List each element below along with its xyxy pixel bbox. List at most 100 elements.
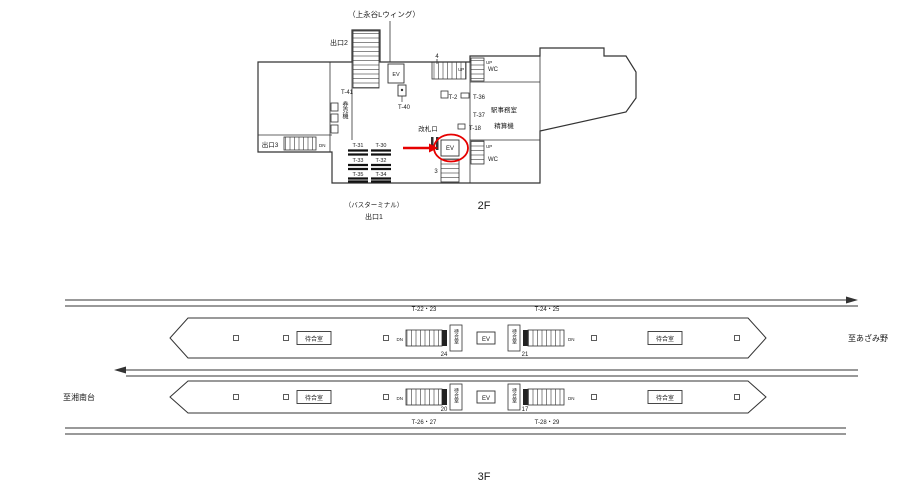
platform2-label-right: T-28・29 xyxy=(535,420,560,426)
track-top-arrow xyxy=(846,296,858,304)
platform1-stair-right xyxy=(527,329,565,347)
waiting-room-vertical-label: 待合室 xyxy=(453,387,459,403)
connection-label: （上永谷Lウィング） xyxy=(348,9,420,19)
ad-t35-label: T-35 xyxy=(352,172,363,178)
ad-t40-label: T-40 xyxy=(398,105,411,111)
wc-top-label: WC xyxy=(488,67,499,73)
ticket-machine-icon xyxy=(330,124,339,134)
platform1-ev-label: EV xyxy=(482,337,490,343)
waiting-room-label: 待合室 xyxy=(656,394,674,402)
platform2-dn-right-label: DN xyxy=(568,396,575,401)
waiting-room-box xyxy=(296,390,332,404)
platform2-stair-right xyxy=(527,388,565,406)
platform1-label-left: T-22・23 xyxy=(412,307,437,313)
platform-marker xyxy=(233,335,239,341)
ad-t34-label: T-34 xyxy=(375,172,386,178)
platform1-ev-box xyxy=(476,331,496,345)
platform2-ev-box xyxy=(476,390,496,404)
concourse-outline xyxy=(257,29,637,184)
floor2-title: 2F xyxy=(478,200,491,212)
ad-board-row1 xyxy=(348,149,391,156)
platform-marker xyxy=(734,335,740,341)
ad-t32-label: T-32 xyxy=(375,158,386,164)
stair-4 xyxy=(431,61,467,80)
ad-board-row2 xyxy=(348,163,391,171)
exit2-label: 出口2 xyxy=(330,38,348,47)
exit2-stairs xyxy=(352,30,380,89)
ad-t37-label: T-37 xyxy=(473,113,486,119)
ad-board-icon xyxy=(460,92,470,99)
waiting-room-label: 待合室 xyxy=(305,335,323,343)
ad-t36-label: T-36 xyxy=(473,95,486,101)
direction-shonandai-label: 至湘南台 xyxy=(63,392,95,402)
platform2-stair-left xyxy=(405,388,443,406)
elevator-top-label: EV xyxy=(392,72,400,78)
platform1-stair-left xyxy=(405,329,443,347)
platform2-stair-right-landing xyxy=(523,389,528,405)
platform-marker xyxy=(591,394,597,400)
platform2-stair-right-number: 17 xyxy=(522,407,529,413)
platform-marker xyxy=(283,394,289,400)
right-top-stairs xyxy=(470,57,485,82)
direction-azamino-label: 至あざみ野 xyxy=(848,333,888,343)
elevator-gate-box xyxy=(440,139,460,157)
waiting-room-vertical-box xyxy=(507,383,521,411)
platform1-stair-left-number: 24 xyxy=(441,352,448,358)
platform2-stair-left-number: 20 xyxy=(441,407,448,413)
up-right-top-label: UP xyxy=(486,60,492,65)
waiting-room-vertical-box xyxy=(449,383,463,411)
platform-marker xyxy=(383,335,389,341)
stair4-up-label: UP xyxy=(458,67,464,72)
platform1-stair-right-number: 21 xyxy=(522,352,529,358)
floor-2f-plan: （上永谷Lウィング） 出口2 出口3 DN 4 UP EV xyxy=(257,9,637,221)
ad-t2-label: T-2 xyxy=(449,95,458,101)
ticket-gate-icon xyxy=(431,137,434,150)
ad-t30-label: T-30 xyxy=(375,143,386,149)
ticket-machines-label: 券売機 xyxy=(341,100,348,120)
waiting-room-vertical-label: 待合室 xyxy=(511,387,517,403)
platform1-label-right: T-24・25 xyxy=(535,307,560,313)
platform1-stair-left-landing xyxy=(442,330,447,346)
platform2-dn-left-label: DN xyxy=(397,396,404,401)
ad-t31-label: T-31 xyxy=(352,143,363,149)
ticket-machine-icon xyxy=(330,113,339,123)
waiting-room-box xyxy=(647,390,683,404)
stair3-number: 3 xyxy=(434,169,438,175)
bus-terminal-label: （バスターミナル） xyxy=(345,200,404,209)
exit3-label: 出口3 xyxy=(262,140,279,149)
track-middle-arrow xyxy=(114,366,126,374)
platform-marker xyxy=(591,335,597,341)
platform-marker xyxy=(383,394,389,400)
exit1-label: 出口1 xyxy=(365,212,383,221)
fare-machine-label: 精算機 xyxy=(494,121,514,130)
waiting-room-vertical-label: 待合室 xyxy=(511,328,517,344)
ad-board-icon xyxy=(457,123,466,130)
platform2-ev-label: EV xyxy=(482,396,490,402)
platform1-stair-right-landing xyxy=(523,330,528,346)
platform1-dn-right-label: DN xyxy=(568,337,575,342)
ad-t33-label: T-33 xyxy=(352,158,363,164)
ticket-machine-icon xyxy=(330,102,339,112)
waiting-room-vertical-box xyxy=(449,324,463,352)
waiting-room-box xyxy=(296,331,332,345)
waiting-room-label: 待合室 xyxy=(305,394,323,402)
ad-board-icon xyxy=(440,90,449,99)
platform-marker xyxy=(233,394,239,400)
station-office-label: 駅事務室 xyxy=(491,105,518,114)
waiting-room-vertical-box xyxy=(507,324,521,352)
up-right-bottom-label: UP xyxy=(486,144,492,149)
platform2-stair-left-landing xyxy=(442,389,447,405)
phone-icon-dot xyxy=(400,88,404,92)
highlight-arrow-head xyxy=(429,143,438,153)
platform1-outline xyxy=(169,317,767,359)
platform1-dn-left-label: DN xyxy=(397,337,404,342)
floor3-title: 3F xyxy=(478,471,491,483)
platform-marker xyxy=(283,335,289,341)
ad-board-row3 xyxy=(348,177,391,183)
exit3-stairs xyxy=(283,136,317,151)
platform2-outline xyxy=(169,380,767,414)
stair4-number: 4 xyxy=(435,54,439,60)
platform2-label-left: T-26・27 xyxy=(412,420,437,426)
